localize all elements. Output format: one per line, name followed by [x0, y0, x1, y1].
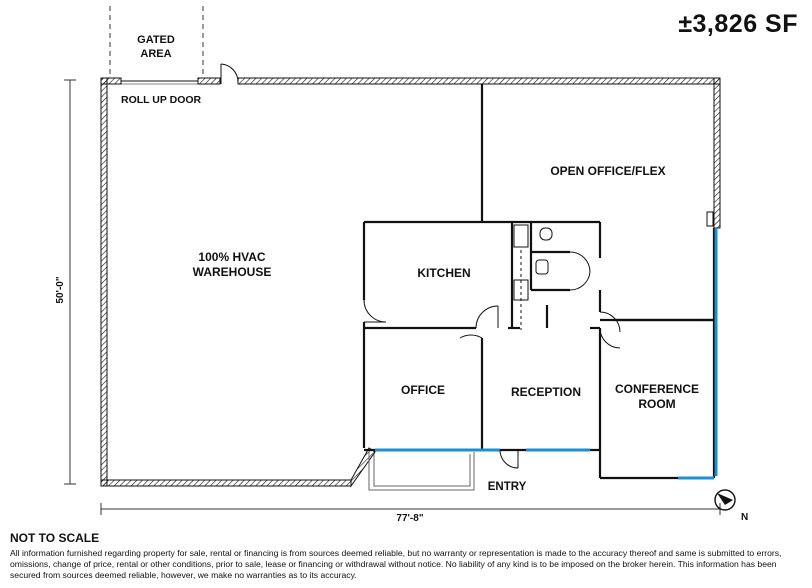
disclaimer-text: All information furnished regarding prop…	[10, 548, 782, 581]
total-area-label: ±3,826 SF	[678, 10, 798, 38]
north-label: N	[741, 512, 748, 523]
north-arrow-icon	[714, 489, 736, 511]
gated-area-label: GATED	[137, 34, 175, 46]
width-dimension: 77'-8"	[396, 513, 423, 524]
not-to-scale-label: NOT TO SCALE	[10, 531, 100, 545]
dimension-lines	[64, 79, 721, 515]
office-label: OFFICE	[401, 383, 445, 397]
entry-vestibule	[368, 452, 475, 491]
entry-label: ENTRY	[488, 481, 527, 493]
interior-walls	[362, 84, 716, 480]
kitchen-label: KITCHEN	[417, 266, 470, 280]
depth-dimension: 50'-0"	[55, 276, 66, 303]
fixtures	[513, 224, 553, 330]
roll-up-door	[121, 80, 198, 85]
warehouse-label-2: WAREHOUSE	[193, 265, 272, 279]
storefront-glass	[375, 228, 718, 480]
footer: NOT TO SCALE All information furnished r…	[10, 531, 802, 582]
angled-wall	[350, 447, 376, 488]
gated-area	[109, 6, 204, 78]
warehouse-label: 100% HVAC	[198, 250, 265, 264]
floor-plan: GATED AREA ROLL UP DOOR 100% HVAC WAREHO…	[55, 6, 748, 524]
conference-label-2: ROOM	[638, 397, 675, 411]
reception-label: RECEPTION	[511, 385, 581, 399]
conference-label: CONFERENCE	[615, 382, 699, 396]
door-swings	[363, 251, 621, 469]
exterior-walls	[100, 77, 721, 487]
man-door	[220, 63, 239, 84]
open-office-label: OPEN OFFICE/FLEX	[550, 164, 665, 178]
gated-area-label-2: AREA	[140, 48, 171, 60]
roll-up-door-label: ROLL UP DOOR	[121, 94, 202, 106]
